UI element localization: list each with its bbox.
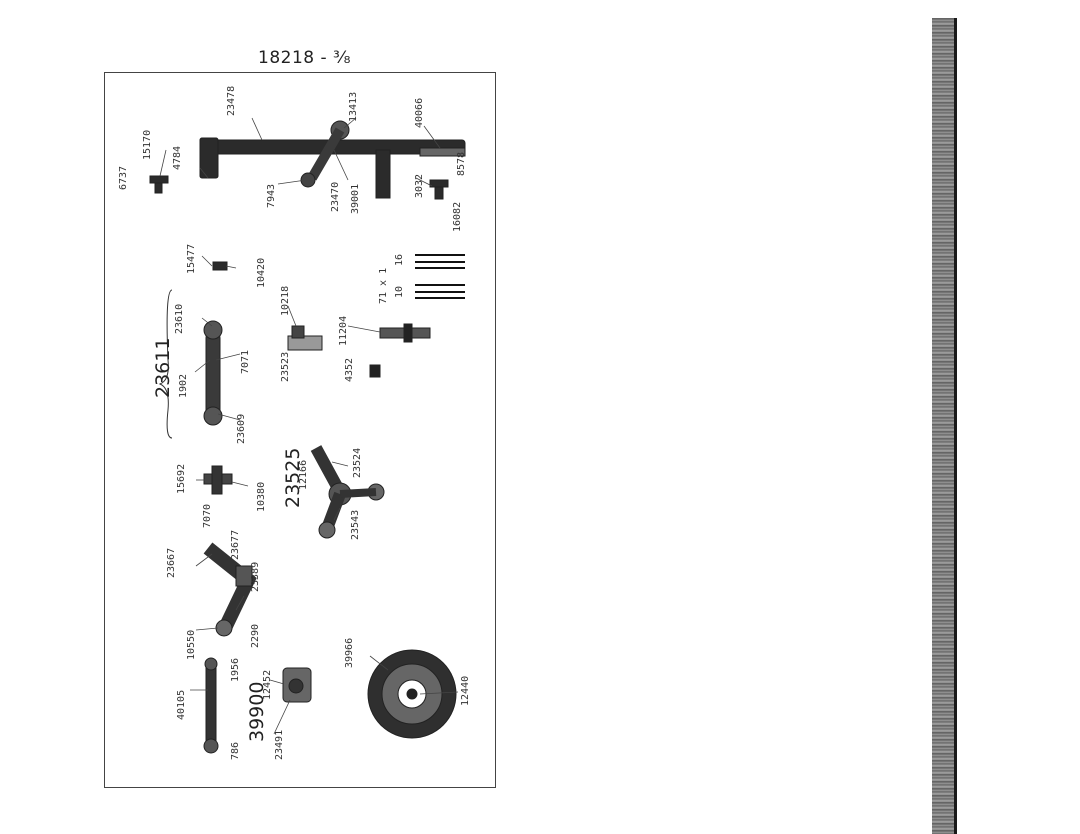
- group-brace: [158, 289, 173, 439]
- part-label: 23543: [350, 509, 361, 540]
- part-label: 40066: [414, 97, 425, 128]
- part-label: 1956: [230, 657, 241, 682]
- part-label: 786: [230, 741, 241, 760]
- part-label: 23610: [174, 303, 185, 334]
- part-label: 12452: [262, 669, 273, 700]
- part-label: 2290: [250, 623, 261, 648]
- part-label: 7071: [240, 349, 251, 374]
- part-label: 10218: [280, 285, 291, 316]
- part-23523-drawing: [287, 325, 323, 351]
- part-label: 3032: [414, 173, 425, 198]
- part-label: 71 x 1: [378, 267, 389, 304]
- group-number-23611: 23611: [152, 337, 174, 398]
- part-label: 23667: [166, 547, 177, 578]
- part-label: 10380: [256, 481, 267, 512]
- scan-edge-line: [954, 18, 957, 834]
- part-label: 23470: [330, 181, 341, 212]
- part-label: 1902: [178, 373, 189, 398]
- part-label: 23491: [274, 729, 285, 760]
- part-11204-drawing: [379, 323, 431, 343]
- part-label: 40105: [176, 689, 187, 720]
- screw-6737-drawing: [149, 175, 169, 194]
- screw-16082-drawing: [429, 179, 449, 200]
- part-15477-drawing: [212, 261, 228, 271]
- scan-edge-texture: [932, 18, 954, 834]
- part-label: 39001: [350, 183, 361, 214]
- gear-39966-drawing: [367, 649, 457, 739]
- part-label: 16: [394, 253, 405, 266]
- lever-23525-drawing: [310, 445, 385, 539]
- part-label: 10: [394, 285, 405, 298]
- part-label: 23523: [280, 351, 291, 382]
- leader-lines: [159, 117, 459, 735]
- part-label: 23677: [230, 529, 241, 560]
- part-label: 12166: [298, 459, 309, 490]
- part-label: 16082: [452, 201, 463, 232]
- bracket-23667-drawing: [203, 542, 257, 637]
- part-label: 6737: [118, 165, 129, 190]
- part-15692-drawing: [203, 465, 233, 495]
- part-label: 10550: [186, 629, 197, 660]
- part-label: 11204: [338, 315, 349, 346]
- page-title: 18218 - ³⁄₈: [258, 48, 351, 68]
- part-label: 10420: [256, 257, 267, 288]
- part-label: 7070: [202, 503, 213, 528]
- link-23611-drawing: [203, 320, 223, 426]
- part-label: 23478: [226, 85, 237, 116]
- part-label: 23524: [352, 447, 363, 478]
- illustration-frame: [104, 72, 496, 788]
- part-label: 4352: [344, 357, 355, 382]
- part-label: 7943: [266, 183, 277, 208]
- rods-drawing: [415, 254, 465, 299]
- part-label: 15477: [186, 243, 197, 274]
- part-label: 23389: [250, 561, 261, 592]
- part-label: 8578: [456, 151, 467, 176]
- part-label: 12440: [460, 675, 471, 706]
- part-label: 13413: [348, 91, 359, 122]
- part-label: 15170: [142, 129, 153, 160]
- pin-4352-drawing: [369, 364, 381, 378]
- cam-39900-drawing: [282, 667, 312, 703]
- part-label: 15692: [176, 463, 187, 494]
- part-label: 23609: [236, 413, 247, 444]
- part-label: 39966: [344, 637, 355, 668]
- arm-40105-drawing: [203, 657, 219, 754]
- shaft-assembly-drawing: [199, 120, 466, 199]
- part-label: 4784: [172, 145, 183, 170]
